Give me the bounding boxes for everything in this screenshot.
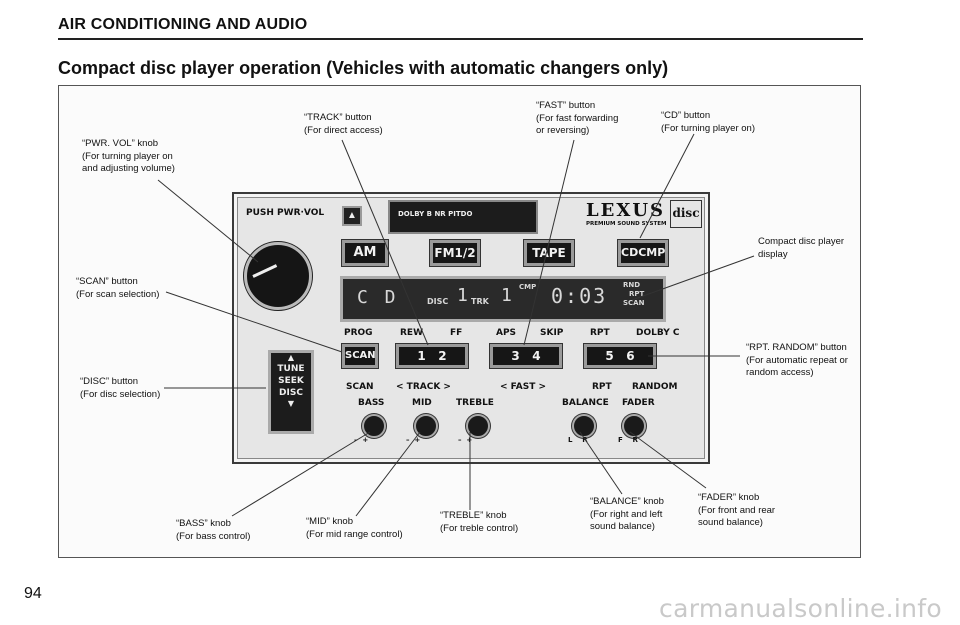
label-skip: SKIP — [540, 328, 564, 338]
display-track-number: 1 — [501, 285, 512, 306]
display-cmp: CMP — [519, 283, 537, 291]
page-subtitle: Compact disc player operation (Vehicles … — [58, 58, 669, 78]
cd-button[interactable]: CDCMP — [618, 240, 668, 266]
watermark: carmanualsonline.info — [659, 594, 942, 623]
treble-knob[interactable] — [466, 414, 490, 438]
track-button[interactable]: 1 2 — [396, 344, 468, 368]
mid-range: – + — [406, 436, 421, 444]
balance-knob[interactable] — [572, 414, 596, 438]
display-rnd: RND — [623, 281, 641, 289]
balance-range: L R — [568, 436, 588, 444]
label-rpt: RPT — [590, 328, 610, 338]
bass-range: – + — [354, 436, 369, 444]
label-treble: TREBLE — [456, 398, 494, 408]
label-ff: FF — [450, 328, 463, 338]
label-prog: PROG — [344, 328, 373, 338]
label-scan: SCAN — [346, 382, 374, 392]
label-track: < TRACK > — [396, 382, 451, 392]
callout-fast: “FAST” button (For fast forwarding or re… — [536, 100, 619, 136]
rpt-random-button[interactable]: 5 6 — [584, 344, 656, 368]
section-title: AIR CONDITIONING AND AUDIO — [58, 16, 308, 33]
label-dolby-c: DOLBY C — [636, 328, 680, 338]
callout-track: “TRACK” button (For direct access) — [304, 112, 383, 136]
label-rew: REW — [400, 328, 424, 338]
callout-scan: “SCAN” button (For scan selection) — [76, 276, 160, 300]
callout-cd: “CD” button (For turning player on) — [661, 110, 755, 134]
display-disc-number: 1 — [457, 285, 468, 306]
tune-seek-disc-label: TUNE SEEK DISC — [277, 364, 305, 398]
label-mid: MID — [412, 398, 432, 408]
fader-knob[interactable] — [622, 414, 646, 438]
display-track-label: TRK — [471, 297, 489, 306]
callout-rpt-random: “RPT. RANDOM” button (For automatic repe… — [746, 342, 848, 378]
tape-button[interactable]: TAPE — [524, 240, 574, 266]
label-fast: < FAST > — [500, 382, 547, 392]
scan-button[interactable]: SCAN — [342, 344, 378, 368]
lexus-logo: LEXUS — [586, 200, 666, 221]
disc-logo: disc — [670, 200, 702, 228]
callout-bass: “BASS” knob (For bass control) — [176, 518, 251, 542]
fast-button[interactable]: 3 4 — [490, 344, 562, 368]
callout-pwr-vol: “PWR. VOL” knob (For turning player on a… — [82, 138, 175, 174]
label-balance: BALANCE — [562, 398, 609, 408]
label-random: RANDOM — [632, 382, 678, 392]
tune-seek-disc-button[interactable]: ▲ TUNE SEEK DISC ▼ — [268, 350, 314, 434]
callout-display: Compact disc player display — [758, 236, 845, 260]
fm-button[interactable]: FM1/2 — [430, 240, 480, 266]
label-rpt-lower: RPT — [592, 382, 612, 392]
display-mode: C D — [357, 287, 399, 308]
header-rule — [58, 38, 863, 40]
lexus-subtitle: PREMIUM SOUND SYSTEM — [586, 221, 667, 227]
display-rpt: RPT — [629, 290, 645, 298]
treble-range: – + — [458, 436, 473, 444]
callout-balance: “BALANCE” knob (For right and left sound… — [590, 496, 664, 532]
callout-mid: “MID” knob (For mid range control) — [306, 516, 403, 540]
display-disc-label: DISC — [427, 297, 449, 306]
callout-fader: “FADER” knob (For front and rear sound b… — [698, 492, 776, 528]
audio-head-unit: PUSH PWR·VOL ▲ DOLBY B NR PITDO LEXUS PR… — [232, 192, 710, 464]
pwr-vol-label: PUSH PWR·VOL — [246, 208, 325, 218]
cd-player-display: C D DISC 1 TRK 1 CMP 0:03 RND RPT SCAN — [340, 276, 666, 322]
callout-treble: “TREBLE” knob (For treble control) — [440, 510, 519, 534]
display-time: 0:03 — [551, 284, 608, 308]
label-aps: APS — [496, 328, 517, 338]
mid-knob[interactable] — [414, 414, 438, 438]
label-fader: FADER — [622, 398, 655, 408]
fader-range: F R — [618, 436, 638, 444]
pwr-vol-knob[interactable] — [244, 242, 312, 310]
label-bass: BASS — [358, 398, 385, 408]
callout-disc: “DISC” button (For disc selection) — [80, 376, 161, 400]
page-number: 94 — [24, 585, 42, 602]
eject-button[interactable]: ▲ — [342, 206, 362, 226]
display-scan: SCAN — [623, 299, 645, 307]
am-button[interactable]: AM — [342, 240, 388, 266]
cassette-label: DOLBY B NR PITDO — [398, 210, 473, 218]
bass-knob[interactable] — [362, 414, 386, 438]
